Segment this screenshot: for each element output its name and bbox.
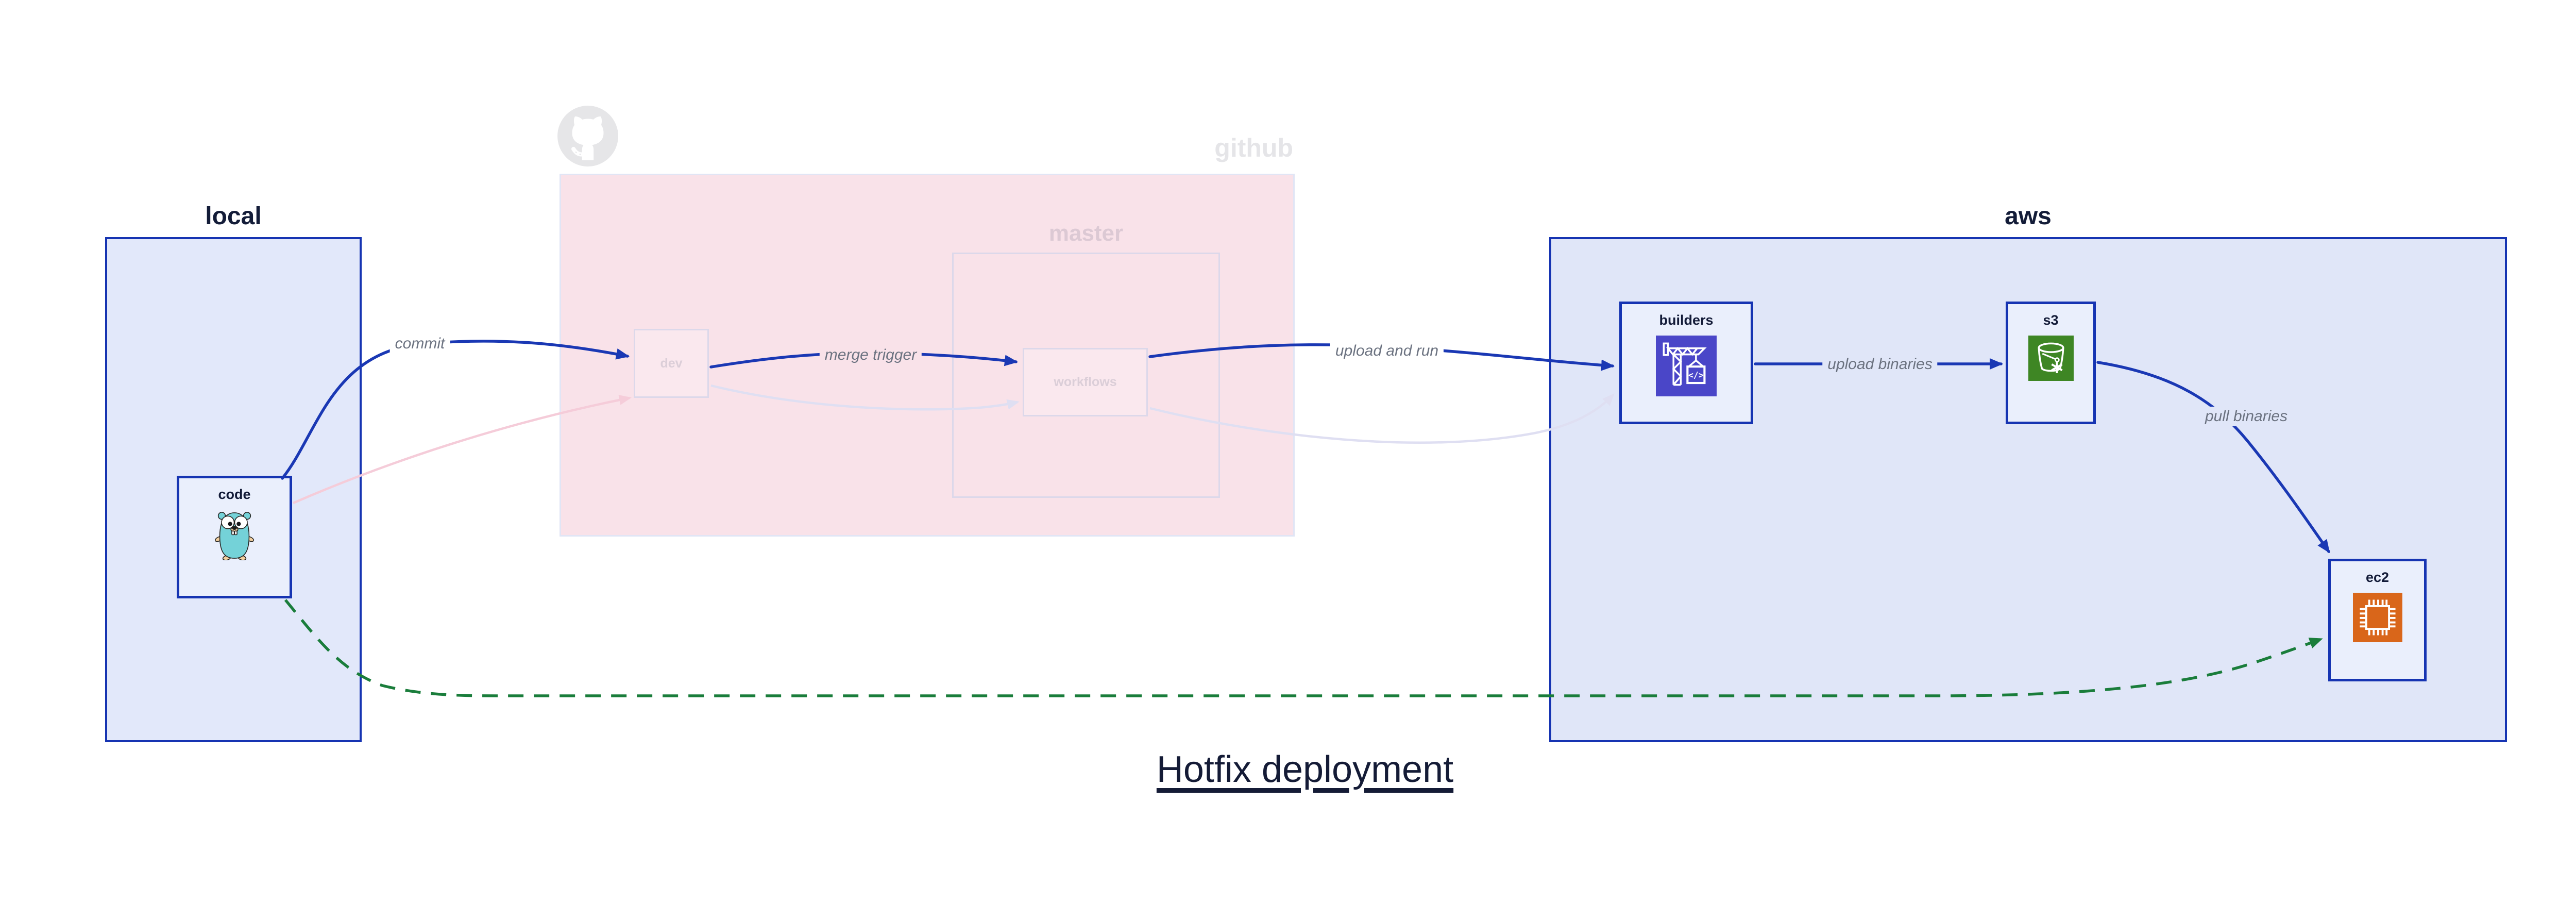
node-s3-label: s3 bbox=[2043, 312, 2059, 328]
diagram-title: Hotfix deployment bbox=[1156, 749, 1454, 790]
node-workflows-label: workflows bbox=[1054, 375, 1117, 389]
edge-label-upload-and-run: upload and run bbox=[1330, 341, 1444, 361]
master-branch-box bbox=[952, 253, 1220, 498]
s3-bucket-icon bbox=[2028, 336, 2074, 381]
node-builders: builders </> bbox=[1619, 302, 1753, 424]
node-dev: dev bbox=[634, 329, 709, 398]
edge-label-commit: commit bbox=[389, 334, 450, 354]
aws-group-label: aws bbox=[2005, 203, 2052, 230]
edge-label-upload-binaries: upload binaries bbox=[1822, 355, 1938, 374]
go-gopher-icon bbox=[214, 512, 255, 560]
github-octocat-icon bbox=[557, 106, 618, 166]
code-brackets-glyph: </> bbox=[1688, 371, 1704, 380]
node-ec2-label: ec2 bbox=[2365, 570, 2389, 585]
node-code: code bbox=[177, 476, 292, 598]
ec2-chip-icon bbox=[2352, 593, 2402, 642]
github-group-label: github bbox=[1214, 133, 1293, 162]
node-workflows: workflows bbox=[1023, 348, 1148, 416]
edge-label-merge-trigger: merge trigger bbox=[819, 345, 922, 365]
master-branch-label: master bbox=[1048, 221, 1124, 246]
node-code-label: code bbox=[218, 487, 251, 502]
codebuild-crane-icon: </> bbox=[1656, 336, 1717, 396]
local-group-label: local bbox=[205, 203, 262, 230]
node-ec2: ec2 bbox=[2328, 559, 2427, 681]
node-s3: s3 bbox=[2006, 302, 2096, 424]
node-dev-label: dev bbox=[660, 356, 683, 371]
edge-label-pull-binaries: pull binaries bbox=[2199, 407, 2293, 426]
node-builders-label: builders bbox=[1659, 312, 1714, 328]
